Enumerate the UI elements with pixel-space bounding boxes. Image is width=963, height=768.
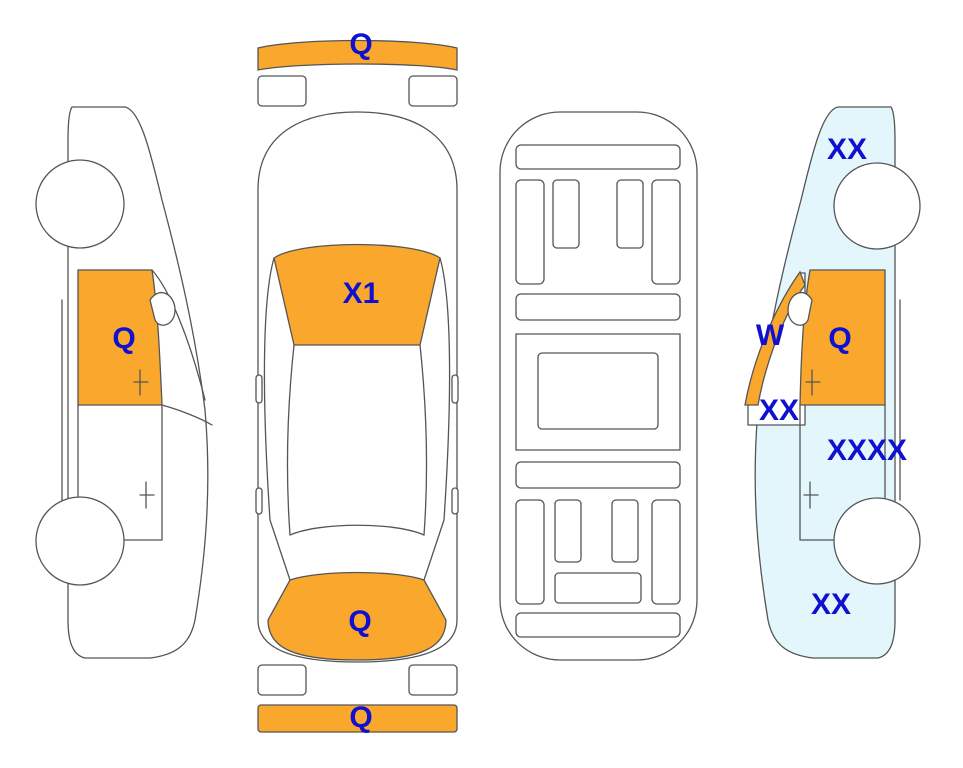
right-rear-wheel[interactable]	[833, 497, 921, 585]
underside-rear-right-rail	[651, 499, 681, 605]
top-left-handle	[255, 487, 263, 515]
underside-front-slot-a	[552, 179, 580, 249]
right-front-handle	[805, 369, 821, 396]
top-right-handle	[451, 487, 459, 515]
front-right-lamp	[408, 75, 458, 107]
underside-center-pan	[537, 352, 659, 430]
mark-left-door: Q	[112, 322, 135, 355]
underside-rear-left-rail	[515, 499, 545, 605]
left-front-handle	[133, 369, 149, 396]
left-front-wheel[interactable]	[35, 159, 125, 249]
mark-trunk: Q	[348, 605, 371, 638]
underside-front-left-rail	[515, 179, 545, 285]
underside-rear-bar	[515, 612, 681, 638]
roof-left-edge	[286, 344, 295, 536]
right-side-view: XX W Q XX XXXX XX	[744, 106, 921, 659]
left-roof-line	[151, 269, 206, 401]
top-right-pillar	[423, 257, 451, 581]
trunk-lid[interactable]	[267, 571, 447, 661]
left-rear-wheel[interactable]	[35, 496, 125, 586]
top-right-mirror	[451, 374, 459, 404]
mark-right-rear-quarter: XX	[811, 588, 851, 621]
top-left-pillar	[263, 257, 291, 581]
mark-right-rear-door: XXXX	[827, 434, 907, 467]
rear-right-lamp	[408, 664, 458, 696]
mark-right-sill: XX	[759, 394, 799, 427]
underside-crossmember-1	[515, 293, 681, 321]
underside-crossmember-2	[515, 461, 681, 489]
right-front-door[interactable]	[799, 269, 886, 406]
underside-rear-slot-b	[611, 499, 639, 563]
underside-view	[499, 111, 698, 661]
mark-right-front-door: Q	[828, 322, 851, 355]
mark-right-mirror: W	[756, 319, 785, 352]
mark-right-front-fender: XX	[827, 133, 867, 166]
mark-front-bumper: Q	[349, 28, 372, 61]
underside-front-right-rail	[651, 179, 681, 285]
rear-bumper[interactable]	[257, 704, 458, 733]
right-mirror	[787, 291, 813, 326]
mark-windshield: X1	[343, 277, 380, 310]
underside-front-bar	[515, 144, 681, 170]
left-mirror	[149, 291, 176, 326]
underside-front-slot-b	[616, 179, 644, 249]
front-bumper[interactable]	[257, 39, 458, 71]
right-rear-handle	[803, 481, 819, 509]
rear-left-lamp	[257, 664, 307, 696]
left-door-shoulder	[161, 404, 213, 426]
left-side-view: Q	[35, 106, 213, 659]
underside-rear-slot-a	[554, 499, 582, 563]
underside-rear-box	[554, 572, 642, 604]
rear-window-top	[289, 524, 425, 536]
left-rear-handle	[139, 481, 155, 509]
right-front-wheel[interactable]	[833, 162, 921, 250]
front-left-lamp	[257, 75, 307, 107]
top-view: Q X1 Q Q	[255, 28, 459, 734]
top-left-mirror	[255, 374, 263, 404]
mark-rear-bumper: Q	[349, 701, 372, 734]
roof-right-edge	[419, 344, 428, 536]
